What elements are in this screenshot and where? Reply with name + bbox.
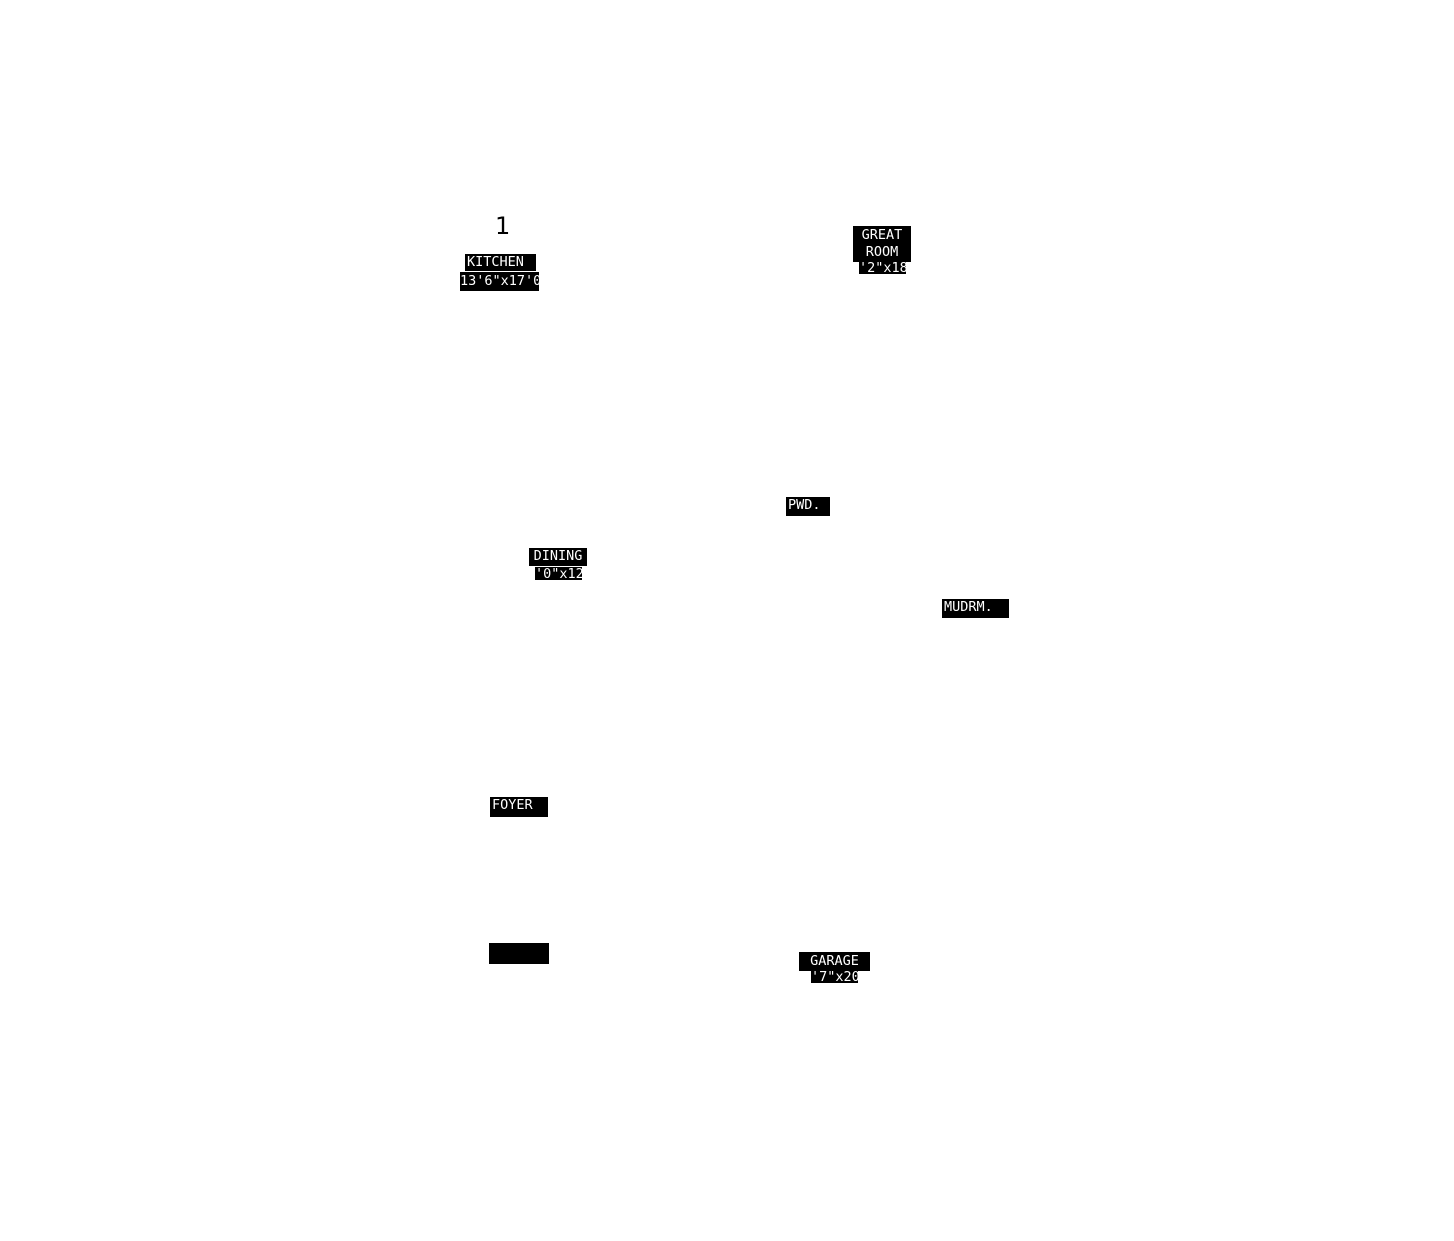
mudroom-label: MUDRM. (942, 599, 1009, 618)
foyer-label: FOYER (490, 797, 548, 817)
garage-size-label: '7"x20' (811, 971, 858, 983)
great-room-name-line2: ROOM (853, 244, 911, 262)
powder-room-label: PWD. (786, 497, 830, 516)
great-room-size-label: '2"x18' (859, 262, 906, 274)
dining-name-label: DINING (529, 548, 587, 566)
kitchen-name-label: KITCHEN (465, 254, 536, 271)
kitchen-size-label: 13'6"x17'0" (460, 272, 550, 291)
dining-size-label: '0"x12' (535, 567, 582, 580)
great-room-name-line1: GREAT (853, 226, 911, 244)
level-marker: 1 (495, 212, 511, 240)
redacted-label-block (489, 943, 549, 964)
garage-name-label: GARAGE (799, 952, 870, 971)
